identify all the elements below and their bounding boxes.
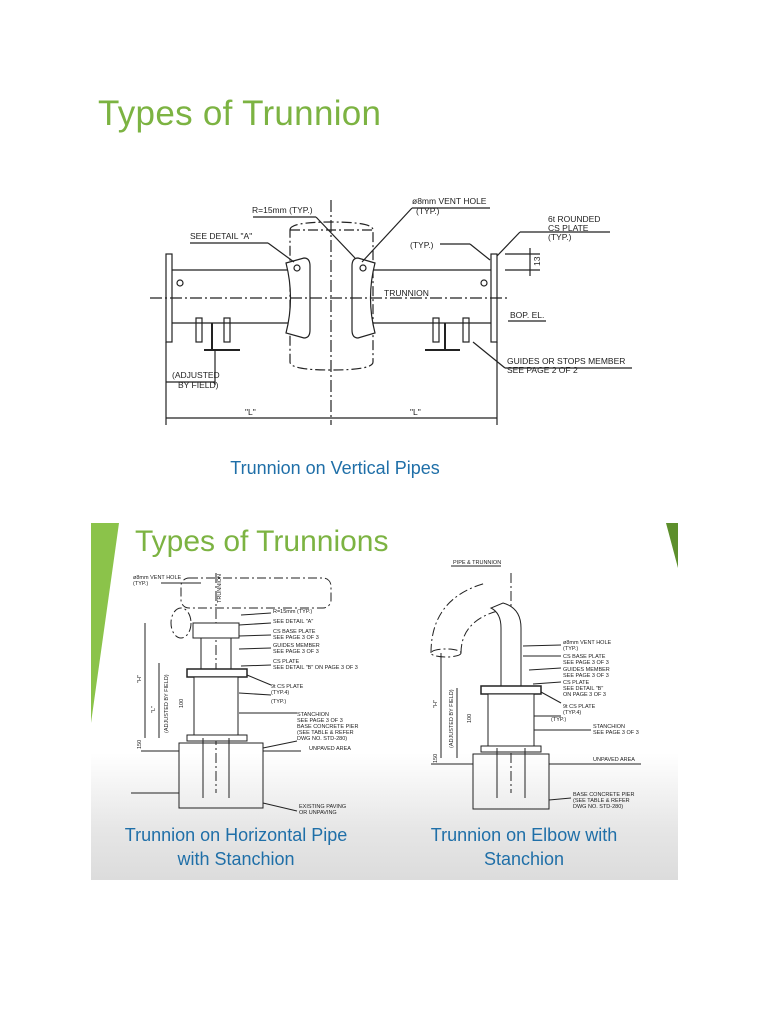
left-typ-label: (TYP.) — [271, 699, 286, 705]
vent-hole-typ-label: (TYP.) — [416, 206, 440, 216]
left-guides-label-1: GUIDES MEMBER — [273, 643, 320, 649]
left-dim-l-label: "L" — [151, 706, 157, 713]
left-dim-100-label: 100 — [179, 699, 185, 708]
adjusted-label-2: BY FIELD) — [178, 380, 219, 390]
detail-label: SEE DETAIL "A" — [190, 231, 252, 241]
bottom-fade — [91, 753, 678, 880]
guides-label-2: SEE PAGE 2 OF 2 — [507, 365, 578, 375]
slide1-title: Types of Trunnion — [98, 94, 382, 133]
right-guides-label-2: SEE PAGE 3 OF 3 — [563, 673, 609, 679]
weld-typ-label: (TYP.) — [410, 240, 434, 250]
right-9t-label-1: 9t CS PLATE — [563, 704, 596, 710]
left-pier-label-2: (SEE TABLE & REFER — [297, 730, 354, 736]
plate-label-2: CS PLATE — [548, 223, 589, 233]
right-vent-typ-label: (TYP.) — [563, 646, 578, 652]
left-dim-150-label: 150 — [137, 740, 143, 749]
right-pipe-label: PIPE & TRUNNION — [453, 560, 501, 566]
right-dim-150-label: 150 — [433, 754, 439, 763]
length-right-label: "L" — [410, 407, 421, 417]
elbow-stanchion-drawing: PIPE & TRUNNION ø8mm VENT HOLE (TYP.) CS… — [430, 560, 641, 810]
length-left-label: "L" — [245, 407, 256, 417]
horizontal-caption-line-2: with Stanchion — [177, 849, 295, 869]
vertical-pipe-trunnion-drawing: R=15mm (TYP.) SEE DETAIL "A" ø8mm VENT H… — [150, 196, 632, 425]
guides-label-1: GUIDES OR STOPS MEMBER — [507, 356, 625, 366]
horizontal-pipe-caption: Trunnion on Horizontal Pipe with Stanchi… — [91, 823, 381, 871]
left-base-label-1: CS BASE PLATE — [273, 629, 316, 635]
left-pier-label-3: DWG NO. STD-280) — [297, 736, 347, 742]
right-dim-100-label: 100 — [467, 714, 473, 723]
left-vent-label: ø8mm VENT HOLE — [133, 575, 182, 581]
left-paving-label-1: EXISTING PAVING — [299, 804, 346, 810]
right-stanchion-label-1: STANCHION — [593, 724, 625, 730]
elbow-caption: Trunnion on Elbow with Stanchion — [409, 823, 639, 871]
vertical-pipes-caption: Trunnion on Vertical Pipes — [230, 458, 440, 478]
left-adjusted-label: (ADJUSTED BY FIELD) — [164, 674, 170, 733]
right-vent-label: ø8mm VENT HOLE — [563, 640, 612, 646]
horizontal-caption-line-1: Trunnion on Horizontal Pipe — [124, 825, 348, 845]
left-detail-label: SEE DETAIL "A" — [273, 619, 313, 625]
adjusted-label-1: (ADJUSTED — [172, 370, 220, 380]
slide2-accent-right — [666, 523, 678, 568]
plate-label-1: 6t ROUNDED — [548, 214, 600, 224]
elbow-caption-line-1: Trunnion on Elbow with — [430, 825, 618, 845]
right-csplate-label-1: CS PLATE — [563, 680, 590, 686]
right-csplate-label-3: ON PAGE 3 OF 3 — [563, 692, 606, 698]
trunnion-label: TRUNNION — [384, 288, 429, 298]
slide2-title: Types of Trunnions — [135, 525, 389, 558]
elbow-caption-line-2: Stanchion — [483, 849, 565, 869]
radius-label: R=15mm (TYP.) — [252, 205, 313, 215]
left-9t-label-2: (TYP.4) — [271, 690, 289, 696]
right-dim-h-label: "H" — [433, 700, 439, 708]
right-base-label-2: SEE PAGE 3 OF 3 — [563, 660, 609, 666]
left-trunnion-label: TRUNNION — [217, 574, 223, 603]
left-csplate-label-2: SEE DETAIL "B" ON PAGE 3 OF 3 — [273, 665, 358, 671]
right-guides-label-1: GUIDES MEMBER — [563, 667, 610, 673]
left-base-label-2: SEE PAGE 3 OF 3 — [273, 635, 319, 641]
horizontal-pipe-stanchion-drawing: ø8mm VENT HOLE (TYP.) TRUNNION R=15mm (T… — [131, 573, 358, 816]
left-guides-label-2: SEE PAGE 3 OF 3 — [273, 649, 319, 655]
right-pier-label-3: DWG NO. STD-280) — [573, 804, 623, 810]
right-typ-label: (TYP.) — [551, 717, 566, 723]
left-9t-label-1: 9t CS PLATE — [271, 684, 304, 690]
slide2: Types of Trunnions — [91, 523, 678, 880]
dim-13-label: 13 — [532, 256, 542, 266]
left-dim-h-label: "H" — [137, 675, 143, 683]
plate-label-3: (TYP.) — [548, 232, 572, 242]
slide2-accent-left — [91, 523, 119, 723]
right-unpaved-label: UNPAVED AREA — [593, 757, 635, 763]
left-stanchion-label-1: STANCHION — [297, 712, 329, 718]
right-pier-label-2: (SEE TABLE & REFER — [573, 798, 630, 804]
right-stanchion-label-2: SEE PAGE 3 OF 3 — [593, 730, 639, 736]
bop-label: BOP. EL. — [510, 310, 544, 320]
left-vent-typ-label: (TYP.) — [133, 581, 148, 587]
left-paving-label-2: OR UNPAVING — [299, 810, 337, 816]
left-pier-label-1: BASE CONCRETE PIER — [297, 724, 358, 730]
right-adjusted-label: (ADJUSTED BY FIELD) — [449, 689, 455, 748]
right-base-label-1: CS BASE PLATE — [563, 654, 606, 660]
vent-hole-label: ø8mm VENT HOLE — [412, 196, 487, 206]
left-radius-label: R=15mm (TYP.) — [273, 609, 312, 615]
left-unpaved-label: UNPAVED AREA — [309, 746, 351, 752]
left-stanchion-label-2: SEE PAGE 3 OF 3 — [297, 718, 343, 724]
left-csplate-label-1: CS PLATE — [273, 659, 300, 665]
right-csplate-label-2: SEE DETAIL "B" — [563, 686, 603, 692]
right-pier-label-1: BASE CONCRETE PIER — [573, 792, 634, 798]
right-9t-label-2: (TYP.4) — [563, 710, 581, 716]
